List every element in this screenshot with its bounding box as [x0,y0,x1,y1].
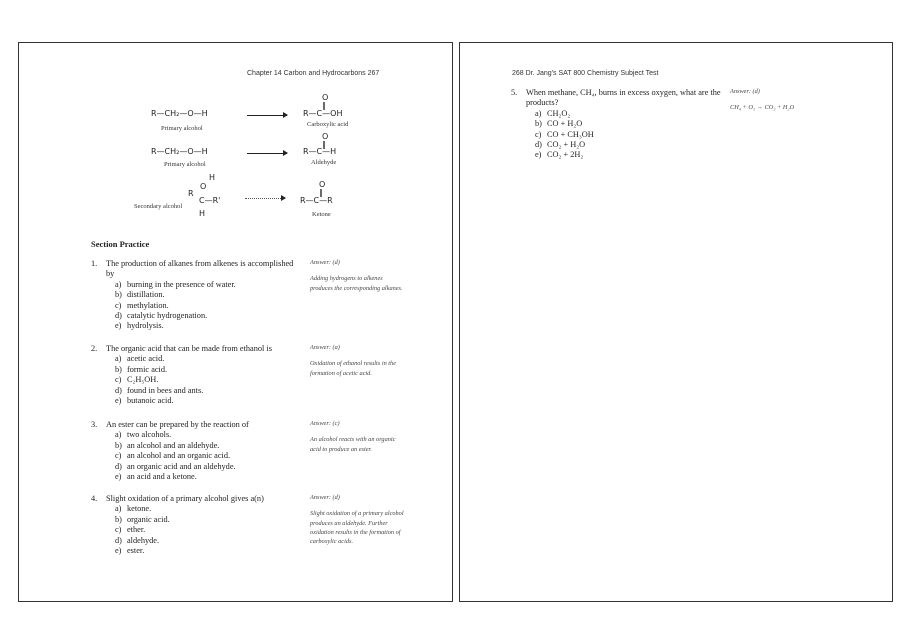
question-5: 5. When methane, CH₄, burns in excess oxy… [511,88,726,161]
right-page: 268 Dr. Jang's SAT 800 Chemistry Subject… [459,42,893,602]
option-e: e)an acid and a ketone. [115,472,197,482]
question-number: 2. [91,344,98,353]
reactant-r-group: R [188,189,194,198]
question-2: 2. The organic acid that can be made from… [91,344,316,406]
reaction-arrow-3 [245,195,286,201]
question-number: 3. [91,420,98,429]
answer-key: Answer: (d) [310,259,340,266]
reactant-oxygen: O [200,182,207,191]
page-header-right: 268 Dr. Jang's SAT 800 Chemistry Subject… [512,70,659,77]
reaction-arrow-2 [247,150,288,156]
option-b: b)formic acid. [115,364,168,374]
product-oxygen-1: O [322,93,329,102]
option-c: c)methylation. [115,300,169,310]
option-b: b)distillation. [115,290,165,300]
option-a: a)burning in the presence of water. [115,279,236,289]
product-oxygen-3: O [319,180,326,189]
option-b: b)an alcohol and an aldehyde. [115,440,220,450]
option-c: c)ether. [115,525,146,535]
product-ketone: R—C—R [300,196,333,205]
reactant-label-3: Secondary alcohol [134,203,183,210]
option-e: e)ester. [115,546,145,556]
option-c: c)C₂H₅OH. [115,375,159,385]
page-header-left: Chapter 14 Carbon and Hydrocarbons 267 [247,70,380,77]
product-label-2: Aldehyde [311,159,337,166]
option-a: a)acetic acid. [115,354,165,364]
option-b: b)organic acid. [115,514,170,524]
option-d: d)aldehyde. [115,535,160,545]
option-b: b)CO + H₂O [535,119,583,129]
product-double-bond-3: ‖ [319,188,323,197]
reaction-arrow-1 [247,112,288,118]
answer-key: Answer: (d) [310,494,340,501]
question-stem: The production of alkanes from alkenes i… [106,259,294,279]
question-stem: The organic acid that can be made from e… [106,344,272,353]
product-double-bond-1: ‖ [322,101,326,110]
answer-explanation: Slight oxidation of a primary alcohol pr… [310,510,404,546]
answer-explanation: Oxidation of ethanol results in the form… [310,360,396,377]
product-oxygen-2: O [322,132,329,141]
answer-1: Answer: (d) Adding hydrogens to alkenes … [310,258,406,293]
question-stem: When methane, CH₄, burns in excess oxyge… [526,88,721,108]
answer-explanation: CH₄ + O₂ → CO₂ + H₂O [730,104,795,112]
option-d: d)catalytic hydrogenation. [115,311,208,321]
option-d: d)an organic acid and an aldehyde. [115,461,236,471]
question-number: 1. [91,259,98,268]
answer-explanation: Adding hydrogens to alkenes produces the… [310,275,403,292]
question-4: 4. Slight oxidation of a primary alcohol … [91,494,321,556]
reactant-label-1: Primary alcohol [161,125,203,132]
question-number: 5. [511,88,518,97]
answer-explanation: An alcohol reacts with an organic acid t… [310,436,396,453]
question-3: 3. An ester can be prepared by the reacti… [91,420,301,482]
option-d: d)CO₂ + H₂O [535,140,586,150]
reactant-hydrogen-bottom: H [199,209,206,218]
answer-4: Answer: (d) Slight oxidation of a primar… [310,493,406,546]
product-carboxylic-acid: R—C—OH [303,109,343,118]
section-title: Section Practice [91,239,150,249]
answer-key: Answer: (d) [730,88,760,95]
reactant-primary-alcohol-2: R—CH₂—O—H [151,147,208,156]
answer-3: Answer: (c) An alcohol reacts with an or… [310,419,406,454]
option-a: a)ketone. [115,504,152,514]
answer-key: Answer: (c) [310,420,340,427]
option-e: e)hydrolysis. [115,321,164,331]
option-c: c)CO + CH₃OH [535,129,594,139]
question-number: 4. [91,494,98,503]
question-1: 1. The production of alkanes from alkenes… [91,259,301,332]
question-stem: Slight oxidation of a primary alcohol gi… [106,494,264,503]
answer-key: Answer: (a) [310,344,340,351]
option-a: a)two alcohols. [115,430,172,440]
product-label-1: Carboxylic acid [307,121,349,128]
product-aldehyde: R—C—H [303,147,337,156]
reactant-secondary-carbon: C—R' [199,196,221,205]
left-page: Chapter 14 Carbon and Hydrocarbons 267 R… [18,42,453,602]
option-e: e)butanoic acid. [115,396,174,406]
answer-2: Answer: (a) Oxidation of ethanol results… [310,343,406,378]
option-c: c)an alcohol and an organic acid. [115,451,231,461]
option-a: a)CH₂O₂ [535,108,571,118]
reactant-hydrogen-top: H [209,173,216,182]
reactant-label-2: Primary alcohol [164,161,206,168]
product-label-3: Ketone [312,211,331,218]
question-stem: An ester can be prepared by the reaction… [106,420,249,429]
product-double-bond-2: ‖ [322,140,326,149]
option-e: e)CO₂ + 2H₂ [535,150,584,160]
answer-5: Answer: (d) CH₄ + O₂ → CO₂ + H₂O [730,87,840,113]
reactant-primary-alcohol-1: R—CH₂—O—H [151,109,208,118]
option-d: d)found in bees and ants. [115,385,204,395]
